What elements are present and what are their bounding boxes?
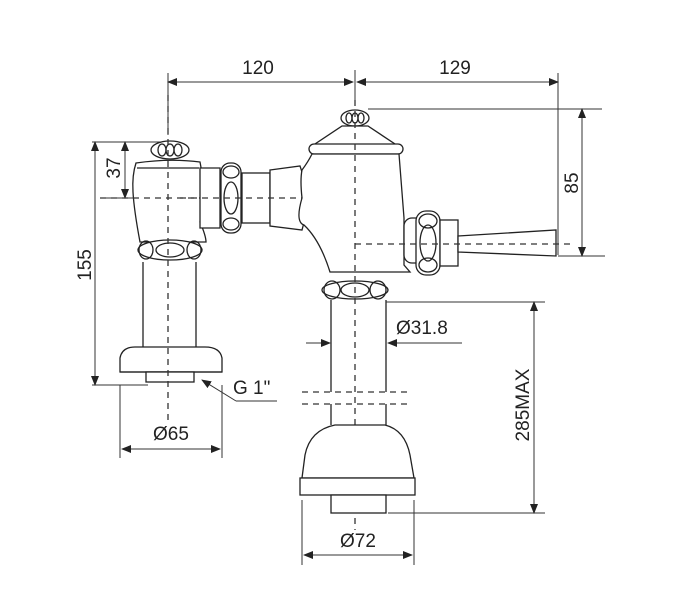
dim-129-label: 129 <box>439 58 471 79</box>
union-connector <box>180 162 320 234</box>
dimension-inlet-flange: Ø65 G 1" <box>119 378 277 458</box>
dim-37-label: 37 <box>104 157 125 178</box>
dim-pipe-diameter-label: Ø31.8 <box>396 318 448 339</box>
dim-85-label: 85 <box>562 172 583 193</box>
dimension-width-top: 120 129 <box>167 58 559 255</box>
dimension-handle-height: 85 <box>368 108 605 257</box>
inlet-assembly <box>100 95 320 420</box>
dimension-left-heights: 155 37 <box>75 141 172 386</box>
main-valve-body <box>298 100 570 530</box>
dimension-outlet-height: 285MAX <box>386 301 545 514</box>
outlet-pipe: Ø31.8 <box>302 300 462 425</box>
dim-outlet-diameter-label: Ø72 <box>340 531 376 552</box>
dim-inlet-diameter-label: Ø65 <box>153 424 189 445</box>
dim-155-label: 155 <box>75 249 96 281</box>
thread-label: G 1" <box>233 378 270 399</box>
dim-120-label: 120 <box>242 58 274 79</box>
dim-285max-label: 285MAX <box>513 368 534 441</box>
outlet-flange: Ø72 <box>299 424 416 565</box>
